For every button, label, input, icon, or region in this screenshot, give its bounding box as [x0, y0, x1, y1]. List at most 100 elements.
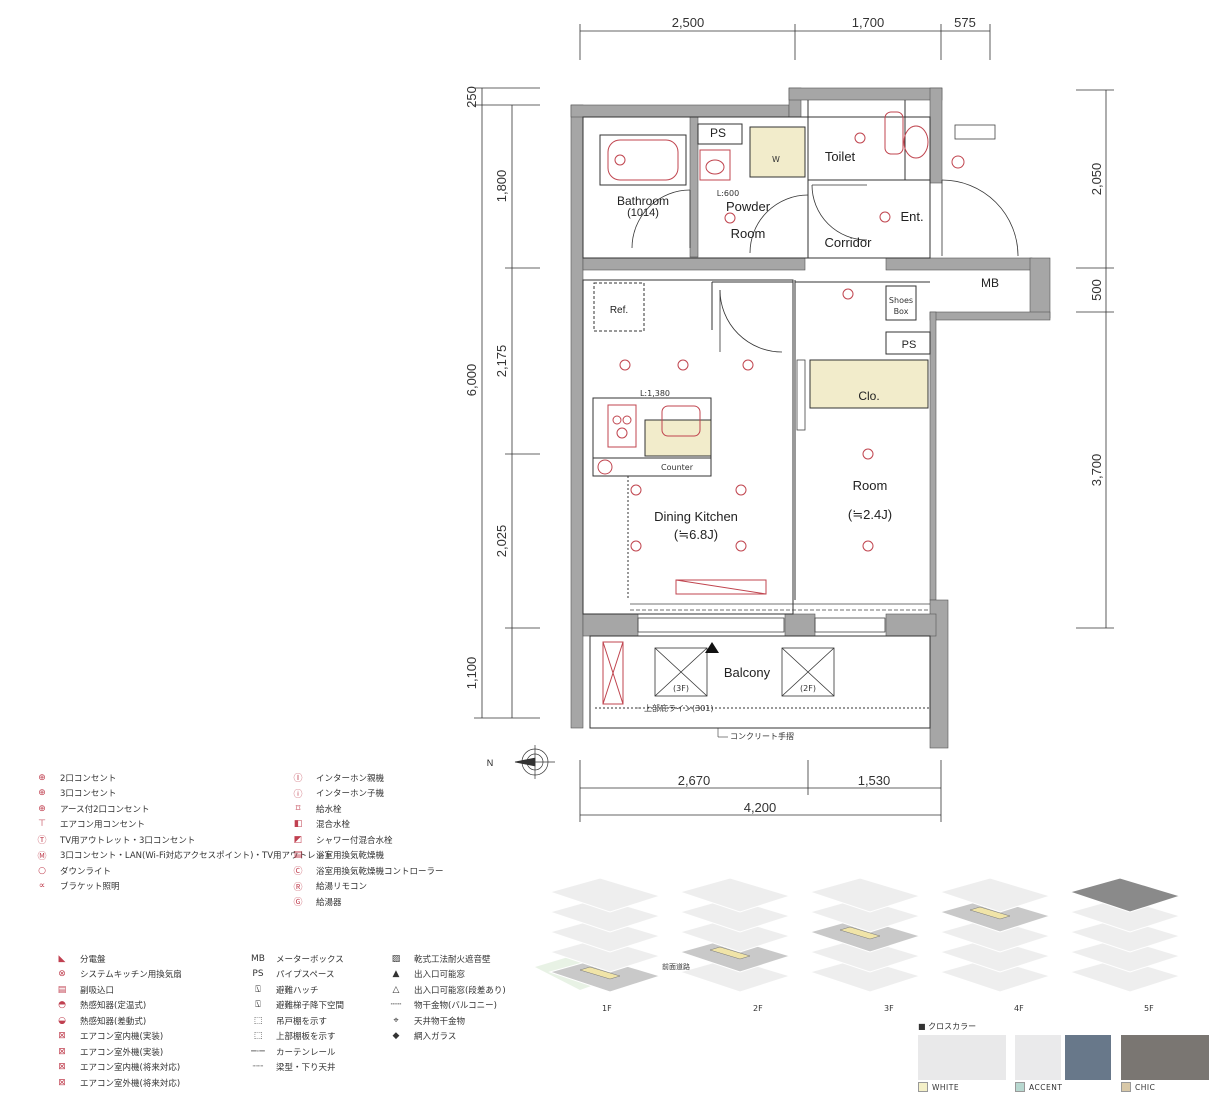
- label-hatch-3f: (3F): [673, 684, 689, 693]
- legend-symbol-icon: ▤: [293, 850, 303, 861]
- label-bathroom: Bathroom: [617, 194, 669, 208]
- legend-item: ◆網入ガラス: [378, 1029, 506, 1045]
- legend-label: エアコン室内機(実装): [80, 1032, 164, 1043]
- dim-left-2: 1,800: [494, 170, 509, 203]
- dim-top-3: 575: [954, 15, 976, 30]
- label-bathroom-size: (1014): [627, 207, 659, 219]
- legend-item: ▤浴室用換気乾燥機: [280, 848, 444, 864]
- legend-label: エアコン用コンセント: [60, 820, 146, 831]
- legend-symbol-icon: ▨: [391, 953, 401, 964]
- legend-item: ⊠エアコン室外機(実装): [44, 1044, 182, 1060]
- legend-symbol-icon: ◣: [58, 953, 66, 964]
- legend-label: 分電盤: [80, 954, 106, 965]
- legend-symbol-icon: ◓: [58, 1000, 66, 1011]
- room-labels: PS Bathroom (1014) W L:600 Powder Room T…: [487, 126, 999, 768]
- label-ps-top: PS: [710, 126, 726, 140]
- legend-symbol-icon: △: [392, 984, 400, 995]
- floor-stack-4: [938, 877, 1052, 993]
- legend-item: PS パイプスペース: [240, 967, 344, 983]
- legend-label: 避難梯子降下空間: [276, 1001, 345, 1012]
- legend-label: パイプスペース: [276, 970, 335, 981]
- legend-symbol-icon: PS: [252, 969, 264, 980]
- legend-item: ⊗システムキッチン用換気扇: [44, 967, 182, 983]
- legend-label: 給湯器: [316, 897, 342, 908]
- legend-symbol-icon: ⊠: [58, 1031, 66, 1042]
- legend-label: メーターボックス: [276, 954, 344, 965]
- floor-stack-5: [1068, 877, 1182, 993]
- legend-symbol-icon: ◧: [293, 819, 303, 830]
- legend-item: ⊕2口コンセント: [24, 770, 333, 786]
- dim-bottom-2: 1,530: [858, 773, 891, 788]
- label-powder-room: Room: [731, 226, 766, 241]
- legend-label: 出入口可能窓: [414, 970, 466, 981]
- legend-symbol-icon: ▤: [57, 984, 67, 995]
- legend-item: ⊕3口コンセント: [24, 786, 333, 802]
- legend-label: システムキッチン用換気扇: [80, 970, 182, 981]
- swatch-white: [918, 1035, 1006, 1080]
- legend-symbol-icon: ⊠: [58, 1046, 66, 1057]
- floor-stack-2: [678, 877, 792, 993]
- fixtures: [597, 111, 965, 705]
- label-corridor: Corridor: [825, 235, 873, 250]
- label-rail: コンクリート手摺: [730, 731, 794, 741]
- legend-label: エアコン室内機(将来対応): [80, 1063, 181, 1074]
- legend-label: 吊戸棚を示す: [276, 1016, 328, 1027]
- legend-item: ⊤エアコン用コンセント: [24, 817, 333, 833]
- label-eave: 上部庇ライン(301): [644, 703, 714, 713]
- floor-slab: [938, 877, 1052, 913]
- dimension-lines: [474, 24, 1114, 822]
- label-toilet: Toilet: [825, 149, 856, 164]
- label-lamp: L:600: [717, 189, 739, 198]
- floor-label-3f: 3F: [884, 1004, 894, 1013]
- dim-bottom-1: 2,670: [678, 773, 711, 788]
- legend-label: エアコン室外機(将来対応): [80, 1078, 181, 1089]
- legend-symbol-icon: ⌖: [393, 1015, 399, 1026]
- label-ps-mid: PS: [902, 339, 917, 351]
- floor-slab: [808, 877, 922, 913]
- legend-label: 熱感知器(定温式): [80, 1001, 147, 1012]
- legend-symbol-icon: Ⓡ: [293, 882, 303, 893]
- dim-left-4: 2,175: [494, 345, 509, 378]
- legend-windows: ▨乾式工法耐火遮音壁▲出入口可能窓△出入口可能窓(段差あり)┄┄物干金物(バルコ…: [378, 951, 506, 1044]
- floor-label-1f: 1F: [602, 1004, 612, 1013]
- floor-label-5f: 5F: [1144, 1004, 1154, 1013]
- swatch-label-chic: CHIC: [1121, 1082, 1155, 1092]
- legend-label: 避難ハッチ: [276, 985, 319, 996]
- legend-symbol-icon: ⊕: [38, 772, 46, 783]
- legend-label: 浴室用換気乾燥機コントローラー: [316, 866, 444, 877]
- label-w: W: [772, 155, 780, 164]
- highlighted-unit: [839, 926, 881, 940]
- legend-label: 給水栓: [316, 804, 342, 815]
- legend-symbol-icon: Ⓘ: [293, 774, 303, 785]
- legend-label: 出入口可能窓(段差あり): [414, 985, 506, 996]
- legend-label: 3口コンセント・LAN(Wi-Fi対応アクセスポイント)・TV用アウトレット: [60, 851, 333, 862]
- label-kitchen-l: L:1,380: [640, 389, 670, 398]
- legend-label: 3口コンセント: [60, 789, 117, 800]
- label-powder: Powder: [726, 199, 771, 214]
- legend-devices: ◣分電盤⊗システムキッチン用換気扇▤副吸込口◓熱感知器(定温式)◒熱感知器(差動…: [44, 951, 182, 1091]
- swatch-label-accent: ACCENT: [1015, 1082, 1062, 1092]
- label-room: Room: [853, 478, 888, 493]
- exit-window-marker: [705, 642, 719, 653]
- legend-item: ⍂避難梯子降下空間: [240, 998, 344, 1014]
- legend-symbol-icon: ∝: [38, 881, 46, 892]
- highlighted-unit: [579, 966, 621, 980]
- label-mb: MB: [981, 276, 999, 290]
- legend-symbol-icon: ⌑: [295, 803, 301, 814]
- legend-item: ⬚吊戸棚を示す: [240, 1013, 344, 1029]
- walls: [570, 87, 1051, 749]
- legend-item: ○ダウンライト: [24, 863, 333, 879]
- legend-symbol-icon: MB: [251, 953, 265, 964]
- dimension-labels: 2,500 1,700 575 250 1,800 6,000 2,175 2,…: [464, 15, 1104, 815]
- legend-label: 混合水栓: [316, 820, 351, 831]
- legend-symbol-icon: ⊕: [38, 803, 46, 814]
- legend-item: ◣ 分電盤: [44, 951, 182, 967]
- legend-label: 給湯リモコン: [316, 882, 368, 893]
- legend-symbol-icon: Ⓒ: [293, 867, 303, 878]
- legend-symbol-icon: ◩: [293, 834, 303, 845]
